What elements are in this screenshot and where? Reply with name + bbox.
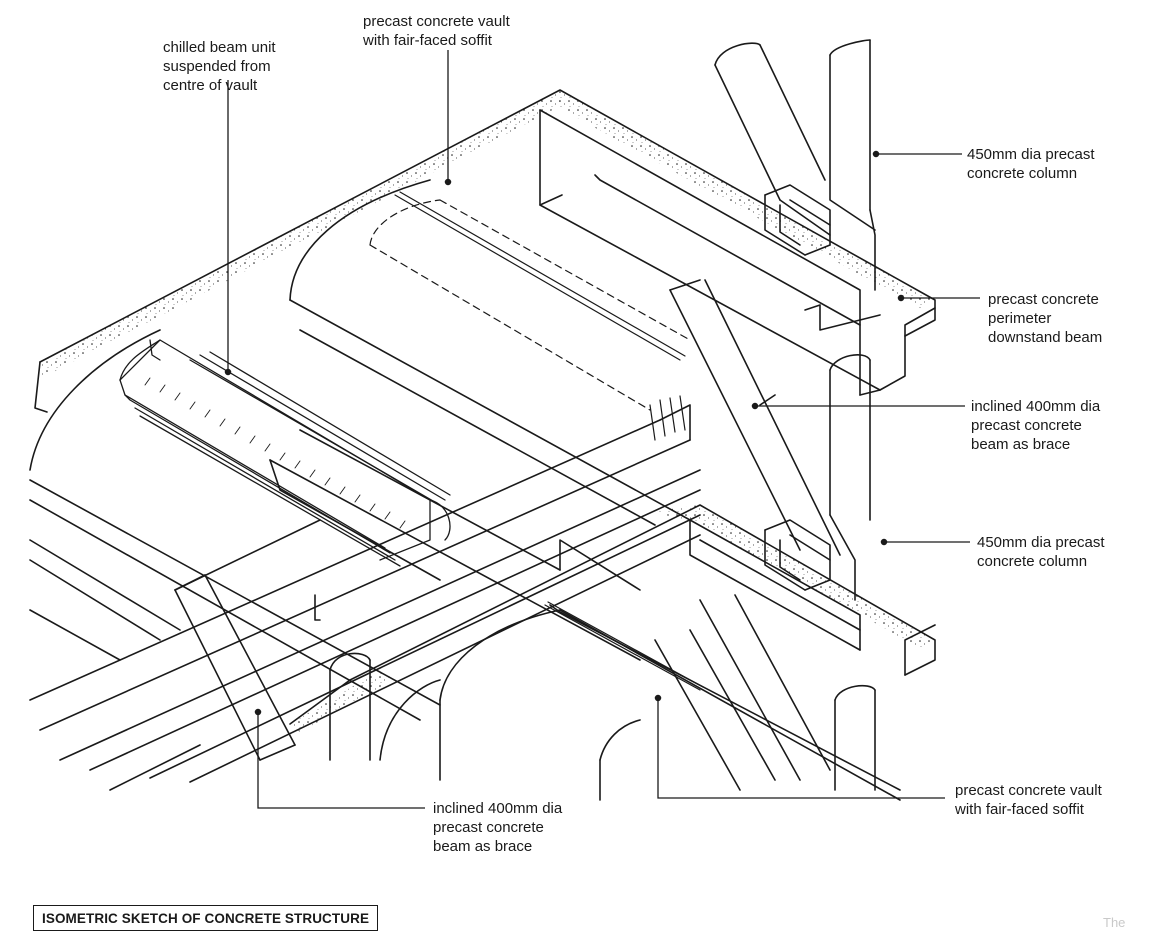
label-chilled-beam-unit: chilled beam unit suspended from centre … (163, 39, 276, 94)
upper-column (829, 39, 876, 291)
middle-ridge-beams (174, 429, 641, 661)
upper-inclined-brace (714, 42, 831, 236)
lower-short-column (329, 652, 371, 761)
label-perimeter-beam: precast concrete perimeter downstand bea… (988, 291, 1103, 346)
background-text: The (1103, 915, 1126, 930)
middle-column (829, 354, 871, 601)
label-vault-lower: precast concrete vault with fair-faced s… (955, 782, 1102, 818)
upper-column-bracket (764, 184, 831, 256)
lower-inclined-brace (174, 574, 296, 761)
lower-left-lines (29, 539, 201, 791)
upper-vault-soffit (29, 179, 691, 721)
leader-vault-lower (657, 698, 945, 799)
suspension-rod (394, 191, 686, 441)
middle-inclined-brace (669, 279, 841, 556)
label-column-lower: 450mm dia precast concrete column (977, 534, 1105, 570)
upper-downstand-beam (539, 109, 881, 396)
lower-column-bracket (764, 519, 831, 591)
label-column-upper: 450mm dia precast concrete column (967, 146, 1095, 182)
lower-slab-edge (289, 504, 936, 725)
perimeter-downstand-beam (879, 307, 936, 391)
chilled-beam-hatch (144, 377, 406, 529)
label-vault-upper: precast concrete vault with fair-faced s… (363, 13, 510, 49)
leader-lines (224, 50, 980, 809)
hidden-chilled-beam (369, 199, 691, 411)
lower-vault-soffit (379, 604, 901, 801)
label-brace-lower: inclined 400mm dia precast concrete beam… (433, 800, 563, 855)
lower-right-column (834, 684, 876, 791)
figure-title: ISOMETRIC SKETCH OF CONCRETE STRUCTURE (33, 905, 379, 931)
label-brace-right: inclined 400mm dia precast concrete beam… (971, 398, 1101, 453)
longitudinal-beams (29, 404, 701, 783)
lower-suspension-rod (544, 601, 704, 691)
lower-right-braces (654, 594, 831, 791)
chilled-beam-unit (119, 339, 451, 567)
leader-brace-lower (257, 712, 425, 809)
